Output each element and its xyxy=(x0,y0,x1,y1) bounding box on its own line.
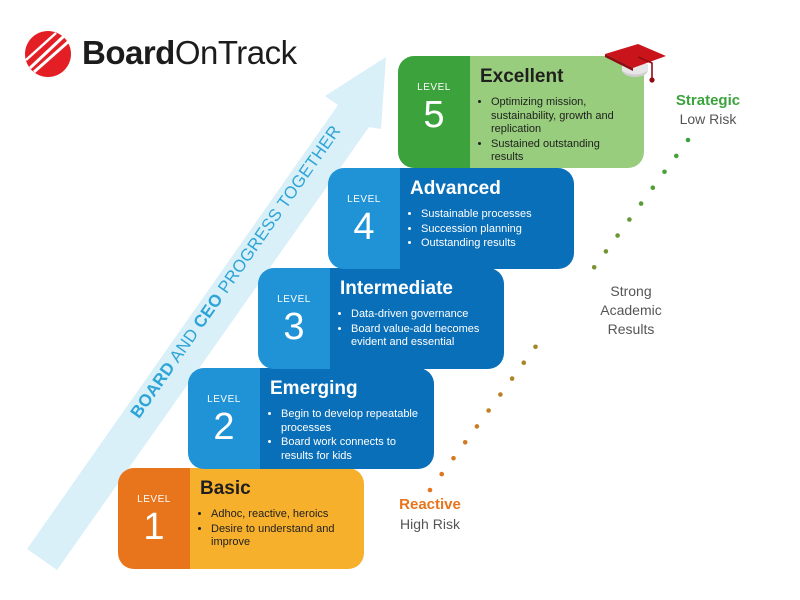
level-4-step: LEVEL 4 Advanced Sustainable processes S… xyxy=(328,168,574,269)
progress-arrow-shape xyxy=(27,57,386,570)
progress-dot xyxy=(627,217,632,222)
bullet-item: Succession planning xyxy=(421,223,564,237)
progress-dot xyxy=(474,424,480,429)
level-3-label: LEVEL xyxy=(277,294,311,305)
progress-dot xyxy=(650,185,656,190)
progress-dot xyxy=(591,265,597,270)
level-3-tab: LEVEL 3 xyxy=(258,268,330,369)
progress-dot xyxy=(462,440,468,445)
bullet-item: Adhoc, reactive, heroics xyxy=(211,508,354,522)
bullet-item: Board work connects to results for kids xyxy=(281,436,424,463)
level-1-bullets: Adhoc, reactive, heroics Desire to under… xyxy=(200,508,354,550)
bullet-item: Data-driven governance xyxy=(351,308,494,322)
bullet-item: Desire to understand and improve xyxy=(211,523,354,550)
level-3-step: LEVEL 3 Intermediate Data-driven governa… xyxy=(258,268,504,369)
boardontrack-logo-mark-icon xyxy=(25,31,71,77)
level-4-title: Advanced xyxy=(410,178,501,199)
level-4-tab: LEVEL 4 xyxy=(328,168,400,269)
level-3-body: Intermediate Data-driven governance Boar… xyxy=(330,268,504,369)
level-4-label: LEVEL xyxy=(347,194,381,205)
level-5-title: Excellent xyxy=(480,66,564,87)
bullet-item: Sustainable processes xyxy=(421,208,564,222)
bullet-item: Board value-add becomes evident and esse… xyxy=(351,323,494,350)
level-5-label: LEVEL xyxy=(417,82,451,93)
graduation-cap-icon xyxy=(605,44,666,83)
level-1-tab: LEVEL 1 xyxy=(118,468,190,569)
reactive-label: Reactive High Risk xyxy=(372,496,488,532)
level-5-step: LEVEL 5 Excellent Optimizing mission, su… xyxy=(398,56,644,168)
level-5-number: 5 xyxy=(423,94,445,136)
progress-dot xyxy=(533,344,538,350)
reactive-title: Reactive xyxy=(399,496,461,513)
level-5-bullets: Optimizing mission, sustainability, grow… xyxy=(480,96,634,165)
bullet-item: Sustained outstanding results xyxy=(491,138,634,165)
level-3-title: Intermediate xyxy=(340,278,453,299)
level-4-body: Advanced Sustainable processes Successio… xyxy=(400,168,574,269)
progress-dot xyxy=(603,249,609,254)
progress-dot xyxy=(638,201,644,206)
progress-dot xyxy=(498,392,503,397)
brand-name: BoardOnTrack xyxy=(82,34,297,71)
brand-logo: BoardOnTrack xyxy=(24,28,324,82)
level-4-bullets: Sustainable processes Succession plannin… xyxy=(410,208,564,251)
progress-dot xyxy=(451,455,456,461)
level-2-title: Emerging xyxy=(270,378,358,399)
strategic-label: Strategic Low Risk xyxy=(648,92,768,127)
bullet-item: Optimizing mission, sustainability, grow… xyxy=(491,96,634,137)
academic-results-label: Strong Academic Results xyxy=(576,282,686,339)
progress-dot xyxy=(521,360,527,366)
academic-line: Strong xyxy=(610,283,652,299)
progress-dot xyxy=(509,376,515,381)
level-5-tab: LEVEL 5 xyxy=(398,56,470,168)
bullet-item: Begin to develop repeatable processes xyxy=(281,408,424,435)
level-2-label: LEVEL xyxy=(207,394,241,405)
progress-dot xyxy=(439,471,445,477)
level-4-number: 4 xyxy=(353,206,375,248)
progress-dot xyxy=(674,153,679,159)
level-2-body: Emerging Begin to develop repeatable pro… xyxy=(260,368,434,469)
level-1-label: LEVEL xyxy=(137,494,171,505)
progress-dot xyxy=(685,137,691,143)
progress-dot xyxy=(427,487,433,493)
strategic-subtitle: Low Risk xyxy=(679,111,737,127)
level-5-body: Excellent Optimizing mission, sustainabi… xyxy=(470,56,644,168)
level-2-bullets: Begin to develop repeatable processes Bo… xyxy=(270,408,424,463)
level-1-title: Basic xyxy=(200,478,251,499)
reactive-subtitle: High Risk xyxy=(400,516,460,532)
progress-dot xyxy=(486,408,491,413)
progress-dot xyxy=(662,169,667,175)
level-3-bullets: Data-driven governance Board value-add b… xyxy=(340,308,494,350)
level-2-tab: LEVEL 2 xyxy=(188,368,260,469)
academic-line: Academic xyxy=(600,302,662,318)
academic-line: Results xyxy=(607,321,655,337)
progress-dot xyxy=(615,233,620,238)
level-1-number: 1 xyxy=(143,506,165,548)
level-2-step: LEVEL 2 Emerging Begin to develop repeat… xyxy=(188,368,434,469)
level-3-number: 3 xyxy=(283,306,305,348)
level-2-number: 2 xyxy=(213,406,235,448)
bullet-item: Outstanding results xyxy=(421,237,564,251)
strategic-title: Strategic xyxy=(675,92,741,109)
level-1-body: Basic Adhoc, reactive, heroics Desire to… xyxy=(190,468,364,569)
level-1-step: LEVEL 1 Basic Adhoc, reactive, heroics D… xyxy=(118,468,364,569)
